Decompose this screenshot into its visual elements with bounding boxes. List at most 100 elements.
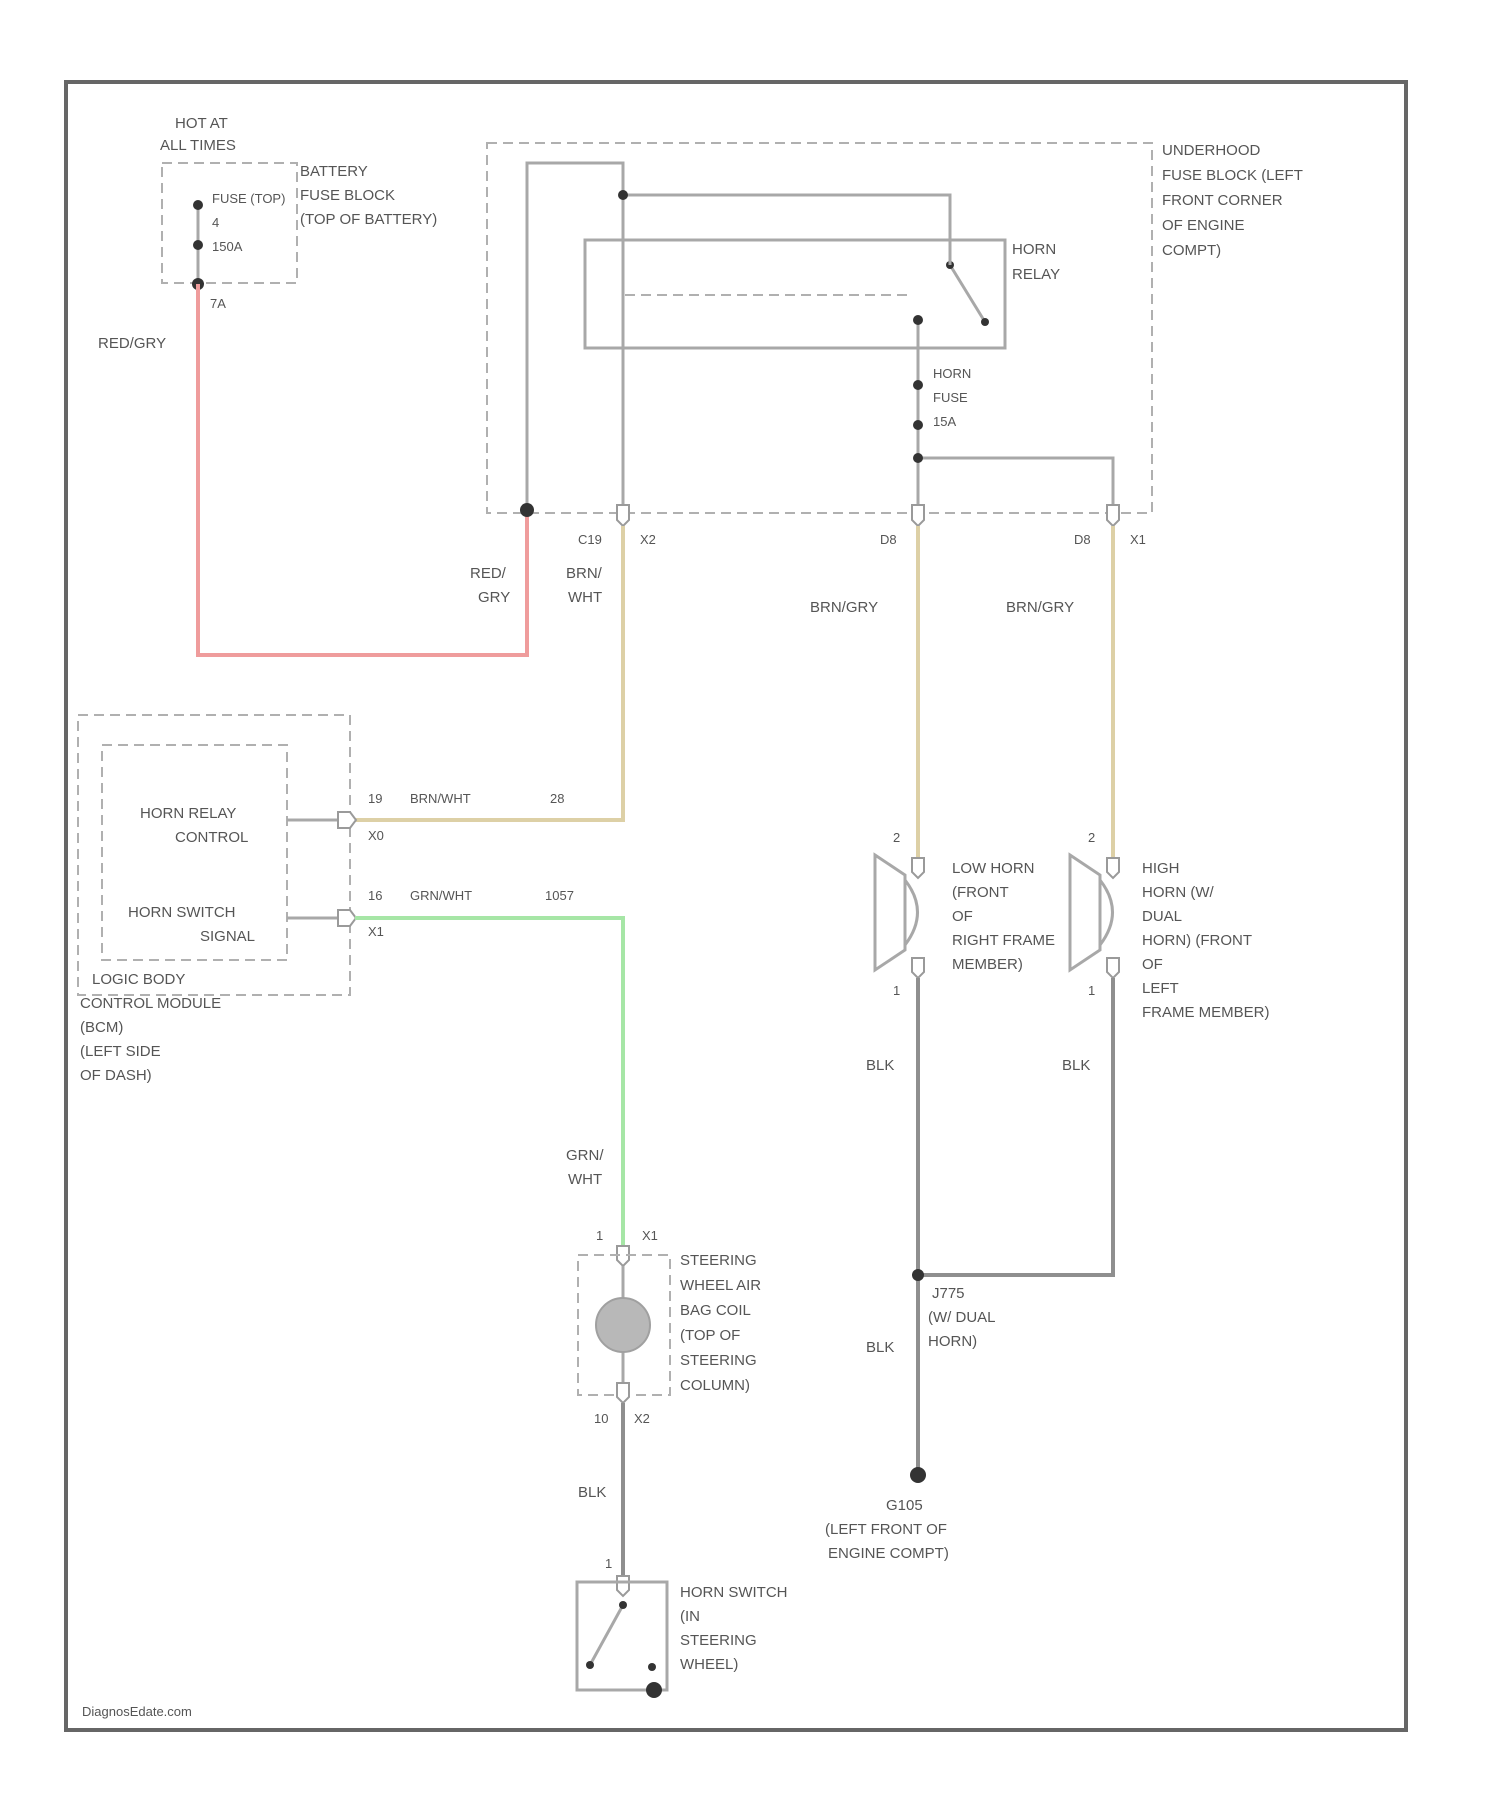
underhood-feed-node (520, 503, 534, 517)
battery-fuse-block: HOT AT ALL TIMES BATTERY FUSE BLOCK (TOP… (160, 115, 437, 311)
low-horn-top-pin: 2 (893, 830, 900, 845)
horn-fuse-node-top (913, 380, 923, 390)
underhood-left-feed-wire (527, 163, 623, 510)
bcm-module-label: LOGIC BODY CONTROL MODULE (BCM) (LEFT SI… (80, 971, 225, 1084)
underhood-fuse-block: UNDERHOOD FUSE BLOCK (LEFT FRONT CORNER … (487, 142, 1307, 547)
bcm-switch-wire-label: GRN/WHT (410, 888, 472, 903)
underhood-pin-d8-right (1107, 505, 1119, 526)
junction-node (912, 1269, 924, 1281)
horn-fuse-split-wire (918, 458, 1113, 510)
blk-high-label: BLK (1062, 1057, 1090, 1074)
bcm-pin-relay (338, 812, 356, 828)
high-horn-bottom-terminal (1107, 958, 1119, 978)
brn-gry-right-label: BRN/GRY (1006, 599, 1074, 616)
blk-junction-label: BLK (866, 1339, 894, 1356)
battery-fuse-block-outline (162, 163, 297, 283)
underhood-pin-e-label: X1 (1130, 532, 1146, 547)
horn-relay-label: HORN RELAY (1012, 241, 1060, 283)
ground-g105 (910, 1467, 926, 1483)
low-horn-label: LOW HORN (FRONT OF RIGHT FRAME MEMBER) (952, 860, 1059, 973)
bcm-relay-other-pin-label: 28 (550, 791, 564, 806)
bcm-relay-conn-label: X0 (368, 828, 384, 843)
high-horn-bottom-pin: 1 (1088, 983, 1095, 998)
bcm-relay-pin-label: 19 (368, 791, 382, 806)
bcm-switch-other-pin-label: 1057 (545, 888, 574, 903)
low-horn-bottom-pin: 1 (893, 983, 900, 998)
horn-switch-terminal (617, 1576, 629, 1596)
horn-relay-contact-node-bottom (981, 318, 989, 326)
horn-fuse-label: HORN FUSE 15A (933, 366, 975, 429)
red-gry-split-label: RED/ GRY (470, 565, 510, 606)
low-horn: 2 1 LOW HORN (FRONT OF RIGHT FRAME MEMBE… (875, 830, 1059, 998)
high-horn-top-terminal (1107, 858, 1119, 878)
high-horn-label: HIGH HORN (W/ DUAL HORN) (FRONT OF LEFT … (1142, 860, 1270, 1021)
diagram-frame (66, 82, 1406, 1730)
low-horn-bottom-terminal (912, 958, 924, 978)
underhood-pin-d8-left (912, 505, 924, 526)
relay-contact-feed-wire (623, 195, 950, 265)
clockspring-coil-icon (596, 1298, 650, 1352)
horn-switch-signal-label: HORN SWITCH SIGNAL (128, 904, 255, 945)
underhood-pin-c19 (617, 505, 629, 526)
battery-fuse-node-top (193, 200, 203, 210)
grn-wht-wire (355, 918, 623, 1248)
low-horn-top-terminal (912, 858, 924, 878)
horn-switch-contact-top (619, 1601, 627, 1609)
underhood-pin-c-label: D8 (880, 532, 897, 547)
battery-fuse-node-mid (193, 240, 203, 250)
underhood-pin-b-label: X2 (640, 532, 656, 547)
horn-switch: 1 HORN SWITCH (IN STEERING WHEEL) (577, 1556, 792, 1698)
blk-switch-label: BLK (578, 1484, 606, 1501)
horn-switch-box (577, 1582, 667, 1690)
bcm-inner-outline (102, 745, 287, 960)
horn-switch-pin: 1 (605, 1556, 612, 1571)
hot-at-all-times-label: HOT AT ALL TIMES (160, 115, 236, 154)
horn-switch-label: HORN SWITCH (IN STEERING WHEEL) (680, 1584, 792, 1673)
high-horn-top-pin: 2 (1088, 830, 1095, 845)
battery-pin-label: 7A (210, 296, 226, 311)
clockspring-top-pin: 1 (596, 1228, 603, 1243)
horn-switch-ground-node (646, 1682, 662, 1698)
underhood-pin-d-label: D8 (1074, 532, 1091, 547)
blk-low-label: BLK (866, 1057, 894, 1074)
low-horn-body (875, 855, 905, 970)
battery-fuse-block-label: BATTERY FUSE BLOCK (TOP OF BATTERY) (300, 163, 437, 228)
horn-relay-control-label: HORN RELAY CONTROL (140, 805, 248, 846)
low-horn-bell (905, 880, 918, 945)
bcm-pin-switch (338, 910, 356, 926)
steering-wheel-air-bag-coil: 1 X1 10 X2 STEERING WHEEL AIR BAG COIL (… (578, 1228, 765, 1426)
clockspring-top-conn: X1 (642, 1228, 658, 1243)
horn-relay-output-node (913, 315, 923, 325)
brn-wht-split-label: BRN/ WHT (566, 565, 606, 606)
bcm-switch-pin-label: 16 (368, 888, 382, 903)
watermark: DiagnosEdate.com (82, 1704, 192, 1719)
brn-gry-left-label: BRN/GRY (810, 599, 878, 616)
bcm-outline (78, 715, 350, 995)
horn-fuse-split-node (913, 453, 923, 463)
horn-switch-contact (590, 1605, 623, 1665)
bcm-relay-wire-label: BRN/WHT (410, 791, 471, 806)
red-gry-wire-label: RED/GRY (98, 335, 166, 352)
underhood-pin-a-label: C19 (578, 532, 602, 547)
junction-label: J775 (W/ DUAL HORN) (928, 1285, 999, 1350)
high-horn-ground-wire (918, 978, 1113, 1275)
horn-fuse-node-bottom (913, 420, 923, 430)
clockspring-label: STEERING WHEEL AIR BAG COIL (TOP OF STEE… (680, 1252, 765, 1394)
battery-fuse-label: FUSE (TOP) 4 150A (212, 191, 289, 254)
high-horn: 2 1 HIGH HORN (W/ DUAL HORN) (FRONT OF L… (1070, 830, 1270, 1021)
underhood-fuse-block-label: UNDERHOOD FUSE BLOCK (LEFT FRONT CORNER … (1162, 142, 1307, 259)
body-control-module: HORN RELAY CONTROL HORN SWITCH SIGNAL LO… (78, 715, 356, 1084)
bcm-switch-conn-label: X1 (368, 924, 384, 939)
high-horn-body (1070, 855, 1100, 970)
horn-relay-contact-arm (950, 265, 985, 322)
grn-wht-wire-label: GRN/ WHT (566, 1147, 608, 1188)
high-horn-bell (1100, 880, 1113, 945)
relay-feed-node (618, 190, 628, 200)
horn-switch-contact-bottom (586, 1661, 594, 1669)
clockspring-bottom-conn: X2 (634, 1411, 650, 1426)
clockspring-bottom-pin: 10 (594, 1411, 608, 1426)
horn-switch-contact-ground (648, 1663, 656, 1671)
clockspring-bottom-terminal (617, 1383, 629, 1403)
ground-label: G105 (LEFT FRONT OF ENGINE COMPT) (825, 1497, 951, 1562)
